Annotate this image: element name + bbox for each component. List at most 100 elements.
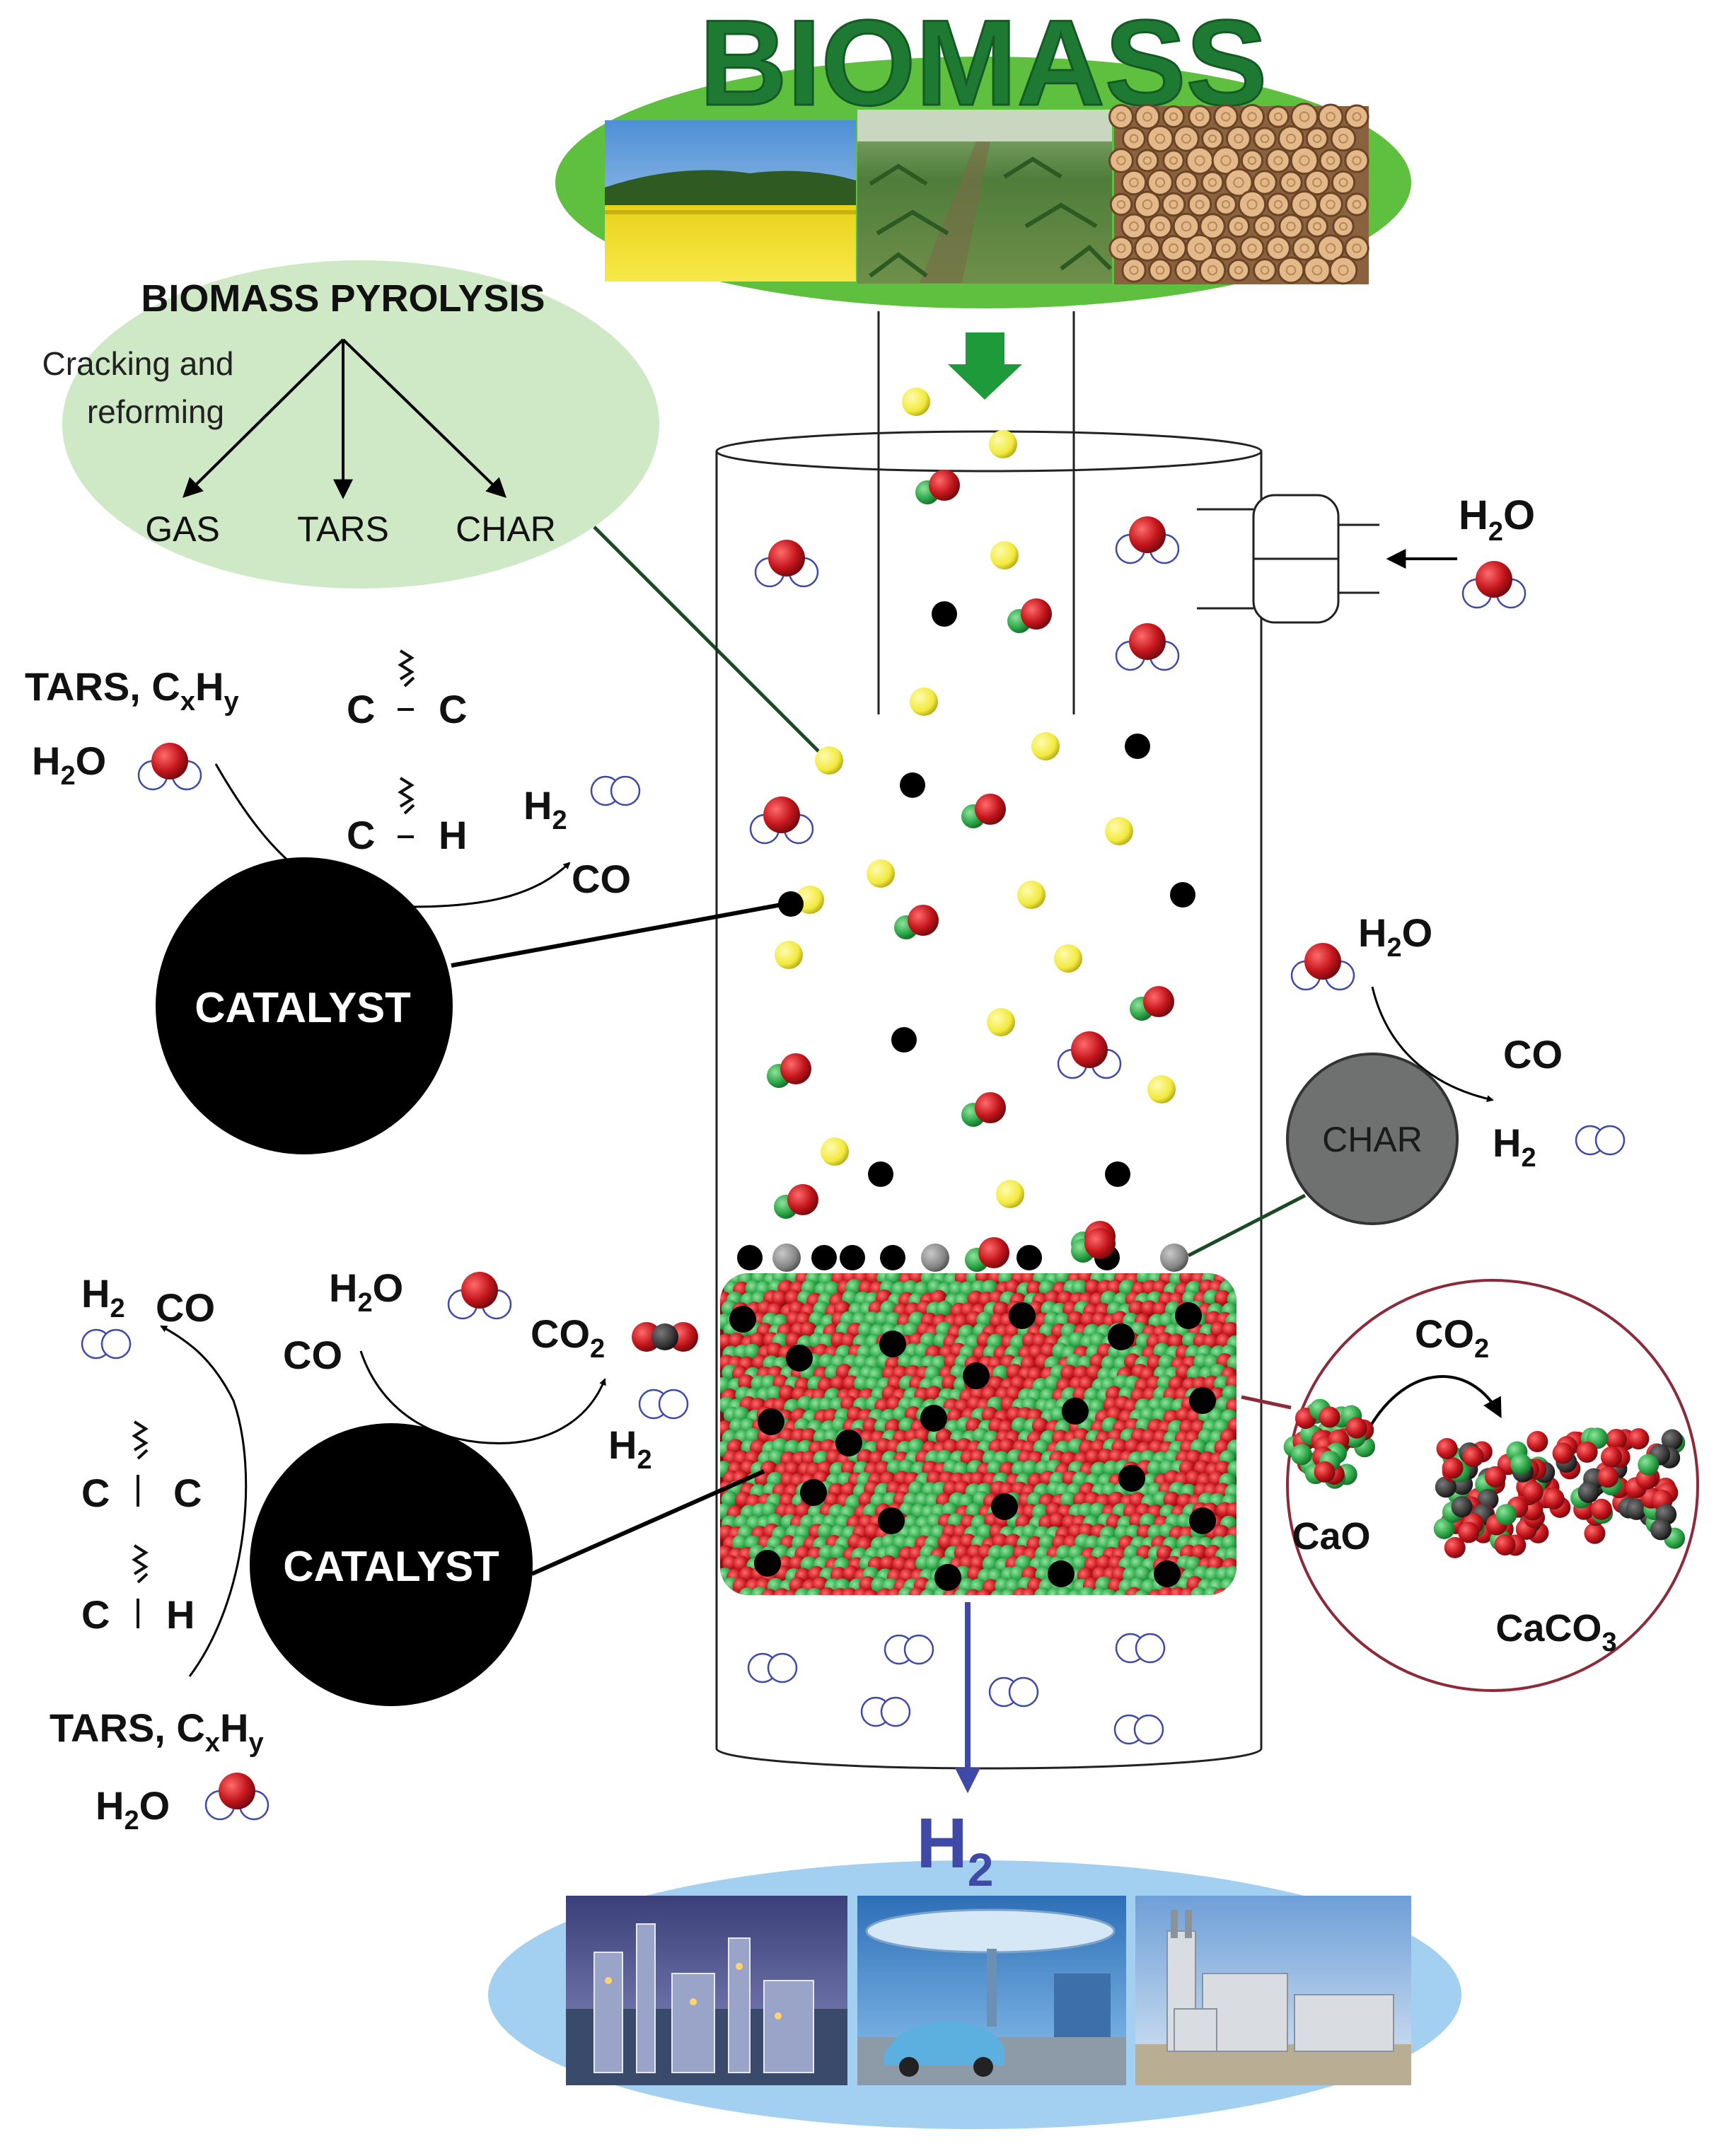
tar-particle bbox=[996, 1180, 1024, 1208]
co-molecule bbox=[961, 794, 1006, 828]
caco3-cluster bbox=[1433, 1427, 1686, 1558]
char-pointer bbox=[1187, 1193, 1307, 1258]
co-molecule bbox=[1071, 1228, 1116, 1263]
lower-catalyst-pointer bbox=[531, 1469, 765, 1576]
steam-inlet bbox=[1197, 494, 1379, 624]
pyrolysis-product-char: CHAR bbox=[456, 509, 556, 549]
water-molecule bbox=[1115, 516, 1180, 564]
lower-co-product: CO bbox=[156, 1285, 215, 1330]
char-fine-particle bbox=[1125, 734, 1150, 759]
pyrolysis-subtitle-2: reforming bbox=[87, 393, 224, 430]
caco3-label: CaCO3 bbox=[1495, 1607, 1616, 1657]
bed-top-char-particle-gray bbox=[1160, 1244, 1188, 1272]
co-molecule bbox=[1007, 598, 1052, 633]
water-molecule bbox=[749, 796, 814, 845]
lower-catalyst-label: CATALYST bbox=[283, 1543, 499, 1590]
carbonation-arrow bbox=[1367, 1375, 1502, 1430]
tar-particle bbox=[867, 859, 895, 888]
lower-water-molecule bbox=[447, 1272, 512, 1320]
lower-bond-ch-left: C bbox=[81, 1592, 110, 1637]
pyrolysis-title: BIOMASS PYROLYSIS bbox=[141, 277, 545, 320]
lower-h2o-label: H2O bbox=[329, 1265, 403, 1318]
wgs-arrow bbox=[359, 1350, 606, 1444]
co-molecule bbox=[965, 1237, 1009, 1272]
product-h2-molecule bbox=[860, 1696, 911, 1727]
char-label: CHAR bbox=[1322, 1120, 1423, 1159]
tar-particle bbox=[910, 688, 938, 716]
lower-water-molecule-2 bbox=[204, 1773, 270, 1821]
cao-label: CaO bbox=[1292, 1515, 1370, 1558]
wgs-h2-molecule bbox=[638, 1389, 689, 1420]
upper-tars-label: TARS, CxHy bbox=[25, 664, 239, 717]
photo-refinery bbox=[566, 1896, 847, 2085]
h2-title: H2 bbox=[917, 1804, 994, 1896]
reactor-vessel bbox=[715, 311, 1263, 1770]
char-reaction-arrow bbox=[1371, 986, 1494, 1103]
char-fine-particle bbox=[891, 1027, 917, 1053]
tar-particle bbox=[775, 941, 803, 969]
upper-catalyst-sphere bbox=[156, 857, 453, 1154]
lower-co-reactant: CO bbox=[283, 1333, 342, 1377]
photo-rapeseed-field bbox=[605, 120, 856, 282]
upper-bond-ch-right: H bbox=[439, 813, 467, 857]
water-molecule bbox=[1057, 1031, 1122, 1079]
lower-h2-molecule bbox=[81, 1328, 132, 1360]
char-h2o-label: H2O bbox=[1358, 910, 1432, 963]
photo-power-plant bbox=[1135, 1896, 1411, 2085]
steam-inlet-label: H2O bbox=[1459, 492, 1535, 547]
pyrolysis-ellipse bbox=[62, 260, 659, 589]
upper-h2-product: H2 bbox=[523, 783, 567, 835]
char-fine-particle bbox=[1105, 1161, 1130, 1187]
co-molecule bbox=[961, 1092, 1006, 1127]
water-molecule bbox=[1115, 623, 1180, 671]
upper-bond-ch-left: C bbox=[347, 813, 375, 857]
product-h2-molecule bbox=[988, 1676, 1039, 1708]
photo-timber-logs bbox=[1108, 103, 1369, 285]
co-molecule bbox=[894, 905, 939, 939]
upper-co-product: CO bbox=[572, 857, 631, 901]
photo-hydrogen-station bbox=[857, 1896, 1126, 2085]
char-fine-particle bbox=[1170, 882, 1195, 908]
product-h2-molecule bbox=[1115, 1633, 1166, 1664]
upper-bond-cut-marks bbox=[398, 649, 415, 838]
char-water-molecule bbox=[1290, 943, 1355, 991]
catalyst-sorbent-bed bbox=[720, 1273, 1236, 1595]
lower-reforming-arrow bbox=[160, 1325, 248, 1677]
lower-bond-cc-right: C bbox=[173, 1471, 202, 1515]
upper-h2-molecule bbox=[590, 775, 641, 806]
upper-catalyst-pointer bbox=[451, 902, 786, 968]
char-particle-big bbox=[1286, 1053, 1459, 1225]
feed-arrow bbox=[948, 332, 1022, 400]
bed-top-char-particle bbox=[1017, 1245, 1042, 1270]
lower-bond-cut-marks bbox=[132, 1420, 149, 1628]
tar-particle bbox=[821, 1137, 849, 1166]
char-h2-product: H2 bbox=[1493, 1120, 1536, 1173]
tar-particle bbox=[990, 541, 1019, 569]
product-h2-molecule bbox=[1113, 1714, 1164, 1745]
lower-tars-label: TARS, CxHy bbox=[50, 1705, 264, 1758]
char-fine-particle bbox=[900, 772, 925, 798]
upper-h2o-label: H2O bbox=[32, 738, 106, 791]
bed-top-char-particle bbox=[880, 1245, 905, 1270]
pyrolysis-arrow-gas bbox=[183, 338, 344, 498]
upper-bond-cc-right: C bbox=[439, 687, 467, 731]
product-h2-molecule bbox=[884, 1634, 934, 1665]
carbonation-co2-label: CO2 bbox=[1415, 1311, 1489, 1364]
bed-top-char-particle-gray bbox=[772, 1244, 801, 1272]
tar-particle bbox=[1054, 944, 1082, 973]
char-h2-molecule bbox=[1575, 1125, 1626, 1156]
tar-particle bbox=[815, 746, 843, 775]
pyrolysis-pointer-line bbox=[593, 526, 829, 762]
tar-particle bbox=[989, 430, 1017, 458]
char-fine-particle bbox=[778, 891, 804, 917]
wgs-co2-molecule bbox=[632, 1322, 698, 1352]
pyrolysis-subtitle-1: Cracking and bbox=[42, 345, 233, 382]
lower-bond-cc-left: C bbox=[81, 1471, 110, 1515]
tar-particle bbox=[1031, 732, 1060, 760]
pyrolysis-product-gas: GAS bbox=[145, 509, 220, 549]
co-molecule bbox=[915, 470, 960, 504]
co-molecule bbox=[774, 1184, 818, 1219]
tar-particle bbox=[1017, 881, 1046, 909]
